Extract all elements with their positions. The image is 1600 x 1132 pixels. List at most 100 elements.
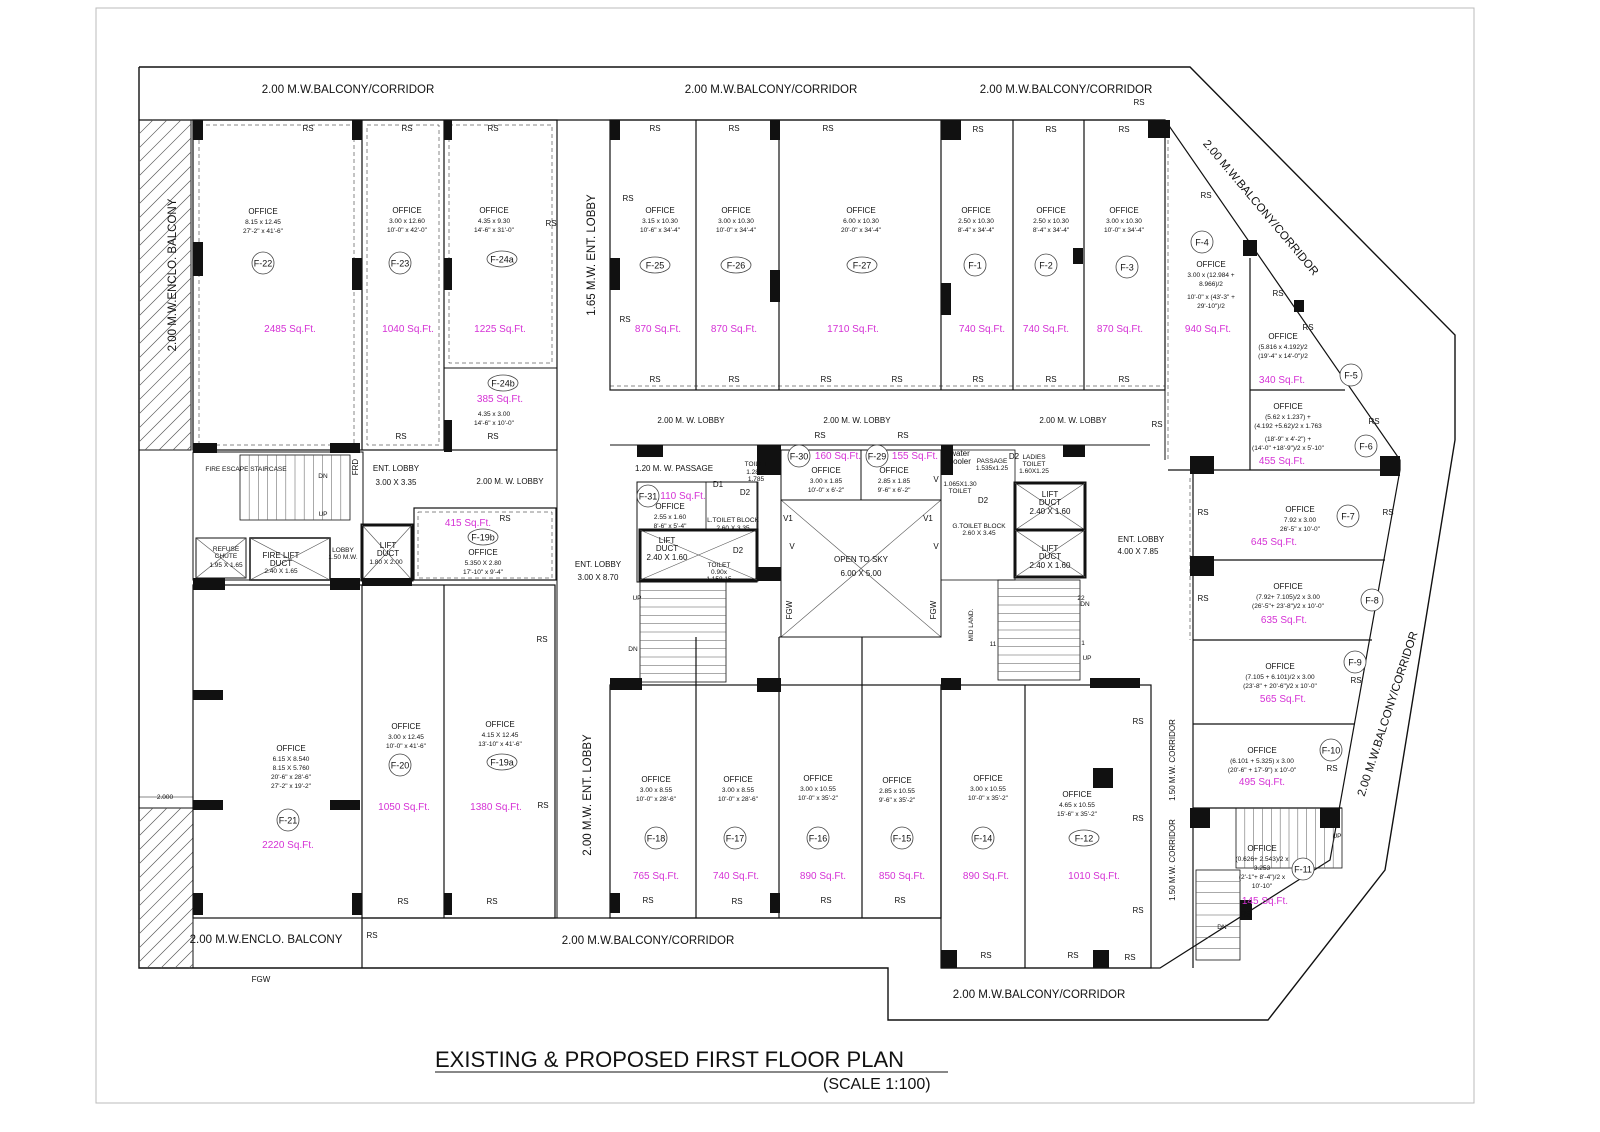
unit-dimensions: 26'-5" x 10'-0" — [1280, 526, 1321, 533]
unit-dimensions: 3.00 x 8.55 — [722, 787, 755, 794]
unit-type-label: OFFICE — [882, 776, 911, 785]
column — [1240, 900, 1252, 920]
rs-marker: RS — [1302, 323, 1313, 332]
enclosed-balcony-left-line — [138, 361, 192, 415]
unit-dimensions: 2.55 x 1.60 — [654, 514, 687, 521]
rs-marker: RS — [1132, 814, 1143, 823]
space-label: water — [949, 449, 970, 458]
unit-number: F-22 — [254, 259, 273, 269]
enclosed-balcony-left-line — [138, 193, 192, 247]
unit-number: F-16 — [809, 834, 828, 844]
unit-dimensions: 9'-6" x 35'-2" — [879, 797, 916, 804]
rs-marker: RS — [1197, 594, 1208, 603]
space-label: 1.60X1.25 — [1019, 468, 1049, 475]
space-label: 1.50 M.W. CORRIDOR — [1168, 819, 1177, 901]
column — [444, 893, 452, 915]
rs-marker: RS — [728, 375, 739, 384]
unit-badge-outline — [467, 528, 499, 546]
unit-type-label: OFFICE — [479, 206, 508, 215]
unit-dimensions: (20'-6" + 17'-9") x 10'-0" — [1228, 767, 1297, 774]
unit-number: F-12 — [1075, 834, 1094, 844]
enclosed-balcony-bottom-line — [138, 893, 194, 949]
v1-marker: V1 — [783, 514, 793, 523]
space-label: 2.00 M. W. LOBBY — [1039, 416, 1107, 425]
unit-badge-outline — [251, 251, 275, 275]
column — [330, 578, 360, 590]
unit-type-label: OFFICE — [1285, 505, 1314, 514]
space-label: LIFT — [1042, 490, 1059, 499]
enclosed-balcony-bottom-line — [174, 949, 194, 969]
unit-dimensions: 6.15 X 8.540 — [273, 756, 310, 763]
unit-badge-outline — [1354, 434, 1378, 458]
unit-area: 160 Sq.Ft. — [815, 451, 861, 462]
unit-dimensions: (18'-9" x 4'-2") + — [1265, 436, 1311, 443]
unit-number: F-19a — [490, 758, 514, 768]
unit-type-label: OFFICE — [1265, 662, 1294, 671]
fire-lift-duct — [249, 537, 331, 581]
unit-dimensions: 17'-10" x 9'-4" — [463, 569, 504, 576]
enclosed-balcony-left-line — [138, 389, 192, 443]
column — [637, 445, 663, 457]
enclosed-balcony-left-line — [138, 137, 192, 191]
unit-dimensions: (7.105 + 6.101)/2 x 3.00 — [1245, 674, 1315, 681]
unit-dimensions: 20'-0" x 34'-4" — [841, 227, 882, 234]
unit-badge-outline — [890, 826, 914, 850]
unit-dimensions: 4.35 x 3.00 — [478, 411, 511, 418]
space-label: TOILET — [949, 488, 972, 495]
unit-area: 455 Sq.Ft. — [1259, 456, 1305, 467]
unit-dimensions: (19'-4" x 14'-0")/2 — [1258, 353, 1308, 360]
rs-marker: RS — [1350, 676, 1361, 685]
unit-area: 415 Sq.Ft. — [445, 518, 491, 529]
column — [1294, 300, 1304, 312]
enclosed-balcony-left-line — [158, 417, 192, 451]
space-label: G.TOILET BLOCK — [952, 523, 1006, 530]
unit-dimensions: 14'-6" x 31'-0" — [474, 227, 515, 234]
rs-marker: RS — [1045, 125, 1056, 134]
unit-area: 740 Sq.Ft. — [1023, 324, 1069, 335]
space-label: ENT. LOBBY — [575, 560, 622, 569]
space-label: REFUSE — [213, 546, 240, 553]
column — [1093, 768, 1113, 788]
inner-line — [448, 124, 553, 364]
space-label: 1.158.15 — [706, 576, 732, 583]
rs-marker: RS — [1045, 375, 1056, 384]
unit-area: 870 Sq.Ft. — [1097, 324, 1143, 335]
unit-number: F-31 — [639, 492, 658, 502]
unit-number: F-4 — [1195, 238, 1209, 248]
fgw-marker: FGW — [929, 600, 938, 619]
dn-marker: DN — [1217, 924, 1227, 931]
unit-number: F-14 — [974, 834, 993, 844]
unit-badge-outline — [787, 444, 811, 468]
unit-dimensions: 10'-0" x (43'-3" + — [1187, 294, 1235, 301]
unit-dimensions: 8'-6" x 5'-4" — [654, 523, 687, 530]
column — [1190, 556, 1214, 576]
unit-dimensions: 10'-0" x 28'-6" — [718, 796, 759, 803]
unit-dimensions: (0.626+ 2.543)/2 x — [1236, 856, 1290, 863]
inner-line — [198, 124, 355, 446]
v-marker: V — [933, 542, 939, 551]
unit-dimensions: (5.62 x 1.237) + — [1265, 414, 1311, 421]
enclosed-balcony-left-line — [138, 179, 192, 233]
unit-badge-outline — [1339, 363, 1363, 387]
unit-dimensions: 10'-6" x 34'-4" — [640, 227, 681, 234]
space-label: 2.00 M.W.BALCONY/CORRIDOR — [953, 989, 1126, 1001]
unit-area: 385 Sq.Ft. — [477, 394, 523, 405]
rs-marker: RS — [1132, 906, 1143, 915]
unit-type-label: OFFICE — [723, 775, 752, 784]
unit-dimensions: 4.35 x 9.30 — [478, 218, 511, 225]
enclosed-balcony-bottom-line — [160, 935, 194, 969]
unit-area: 110 Sq.Ft. — [660, 491, 705, 502]
unit-type-label: OFFICE — [1247, 746, 1276, 755]
unit-number: F-5 — [1344, 371, 1358, 381]
enclosed-balcony-left-line — [186, 445, 192, 451]
column — [1190, 456, 1214, 474]
unit-dimensions: 3.00 x (12.984 + — [1187, 272, 1234, 279]
unit-type-label: OFFICE — [1273, 402, 1302, 411]
rs-marker: RS — [642, 896, 653, 905]
rs-marker: RS — [499, 514, 510, 523]
